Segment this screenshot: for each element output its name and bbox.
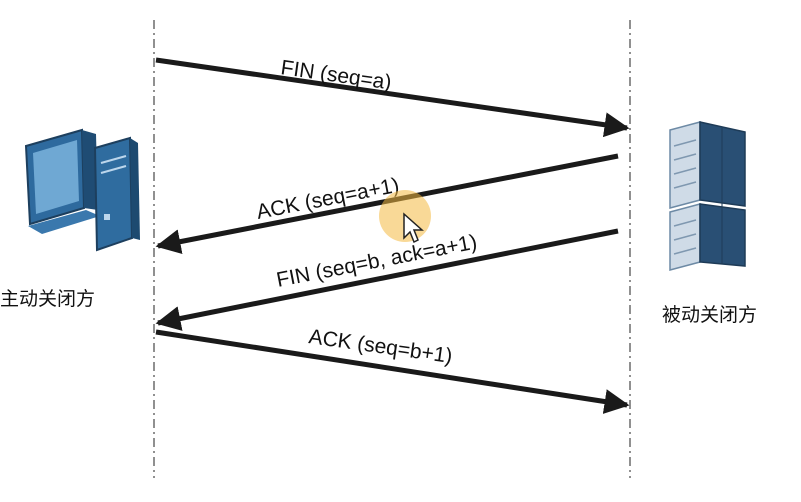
message-label: ACK (seq=b+1) — [307, 325, 454, 368]
passive-closer-label: 被动关闭方 — [662, 304, 758, 326]
message-arrow — [155, 329, 630, 414]
message-label: FIN (seq=b, ack=a+1) — [275, 230, 479, 291]
message-arrow — [155, 228, 619, 331]
active-closer-label: 主动关闭方 — [0, 288, 96, 310]
message-1: FIN (seq=a) — [155, 56, 630, 138]
cursor-highlight — [379, 190, 431, 244]
message-label: FIN (seq=a) — [279, 56, 393, 94]
message-3: FIN (seq=b, ack=a+1) — [155, 228, 619, 331]
server-rack-icon — [669, 121, 746, 271]
mouse-pointer-icon — [403, 212, 424, 244]
message-4: ACK (seq=b+1) — [155, 325, 630, 414]
desktop-computer-icon — [24, 128, 140, 252]
message-arrow — [155, 57, 630, 138]
